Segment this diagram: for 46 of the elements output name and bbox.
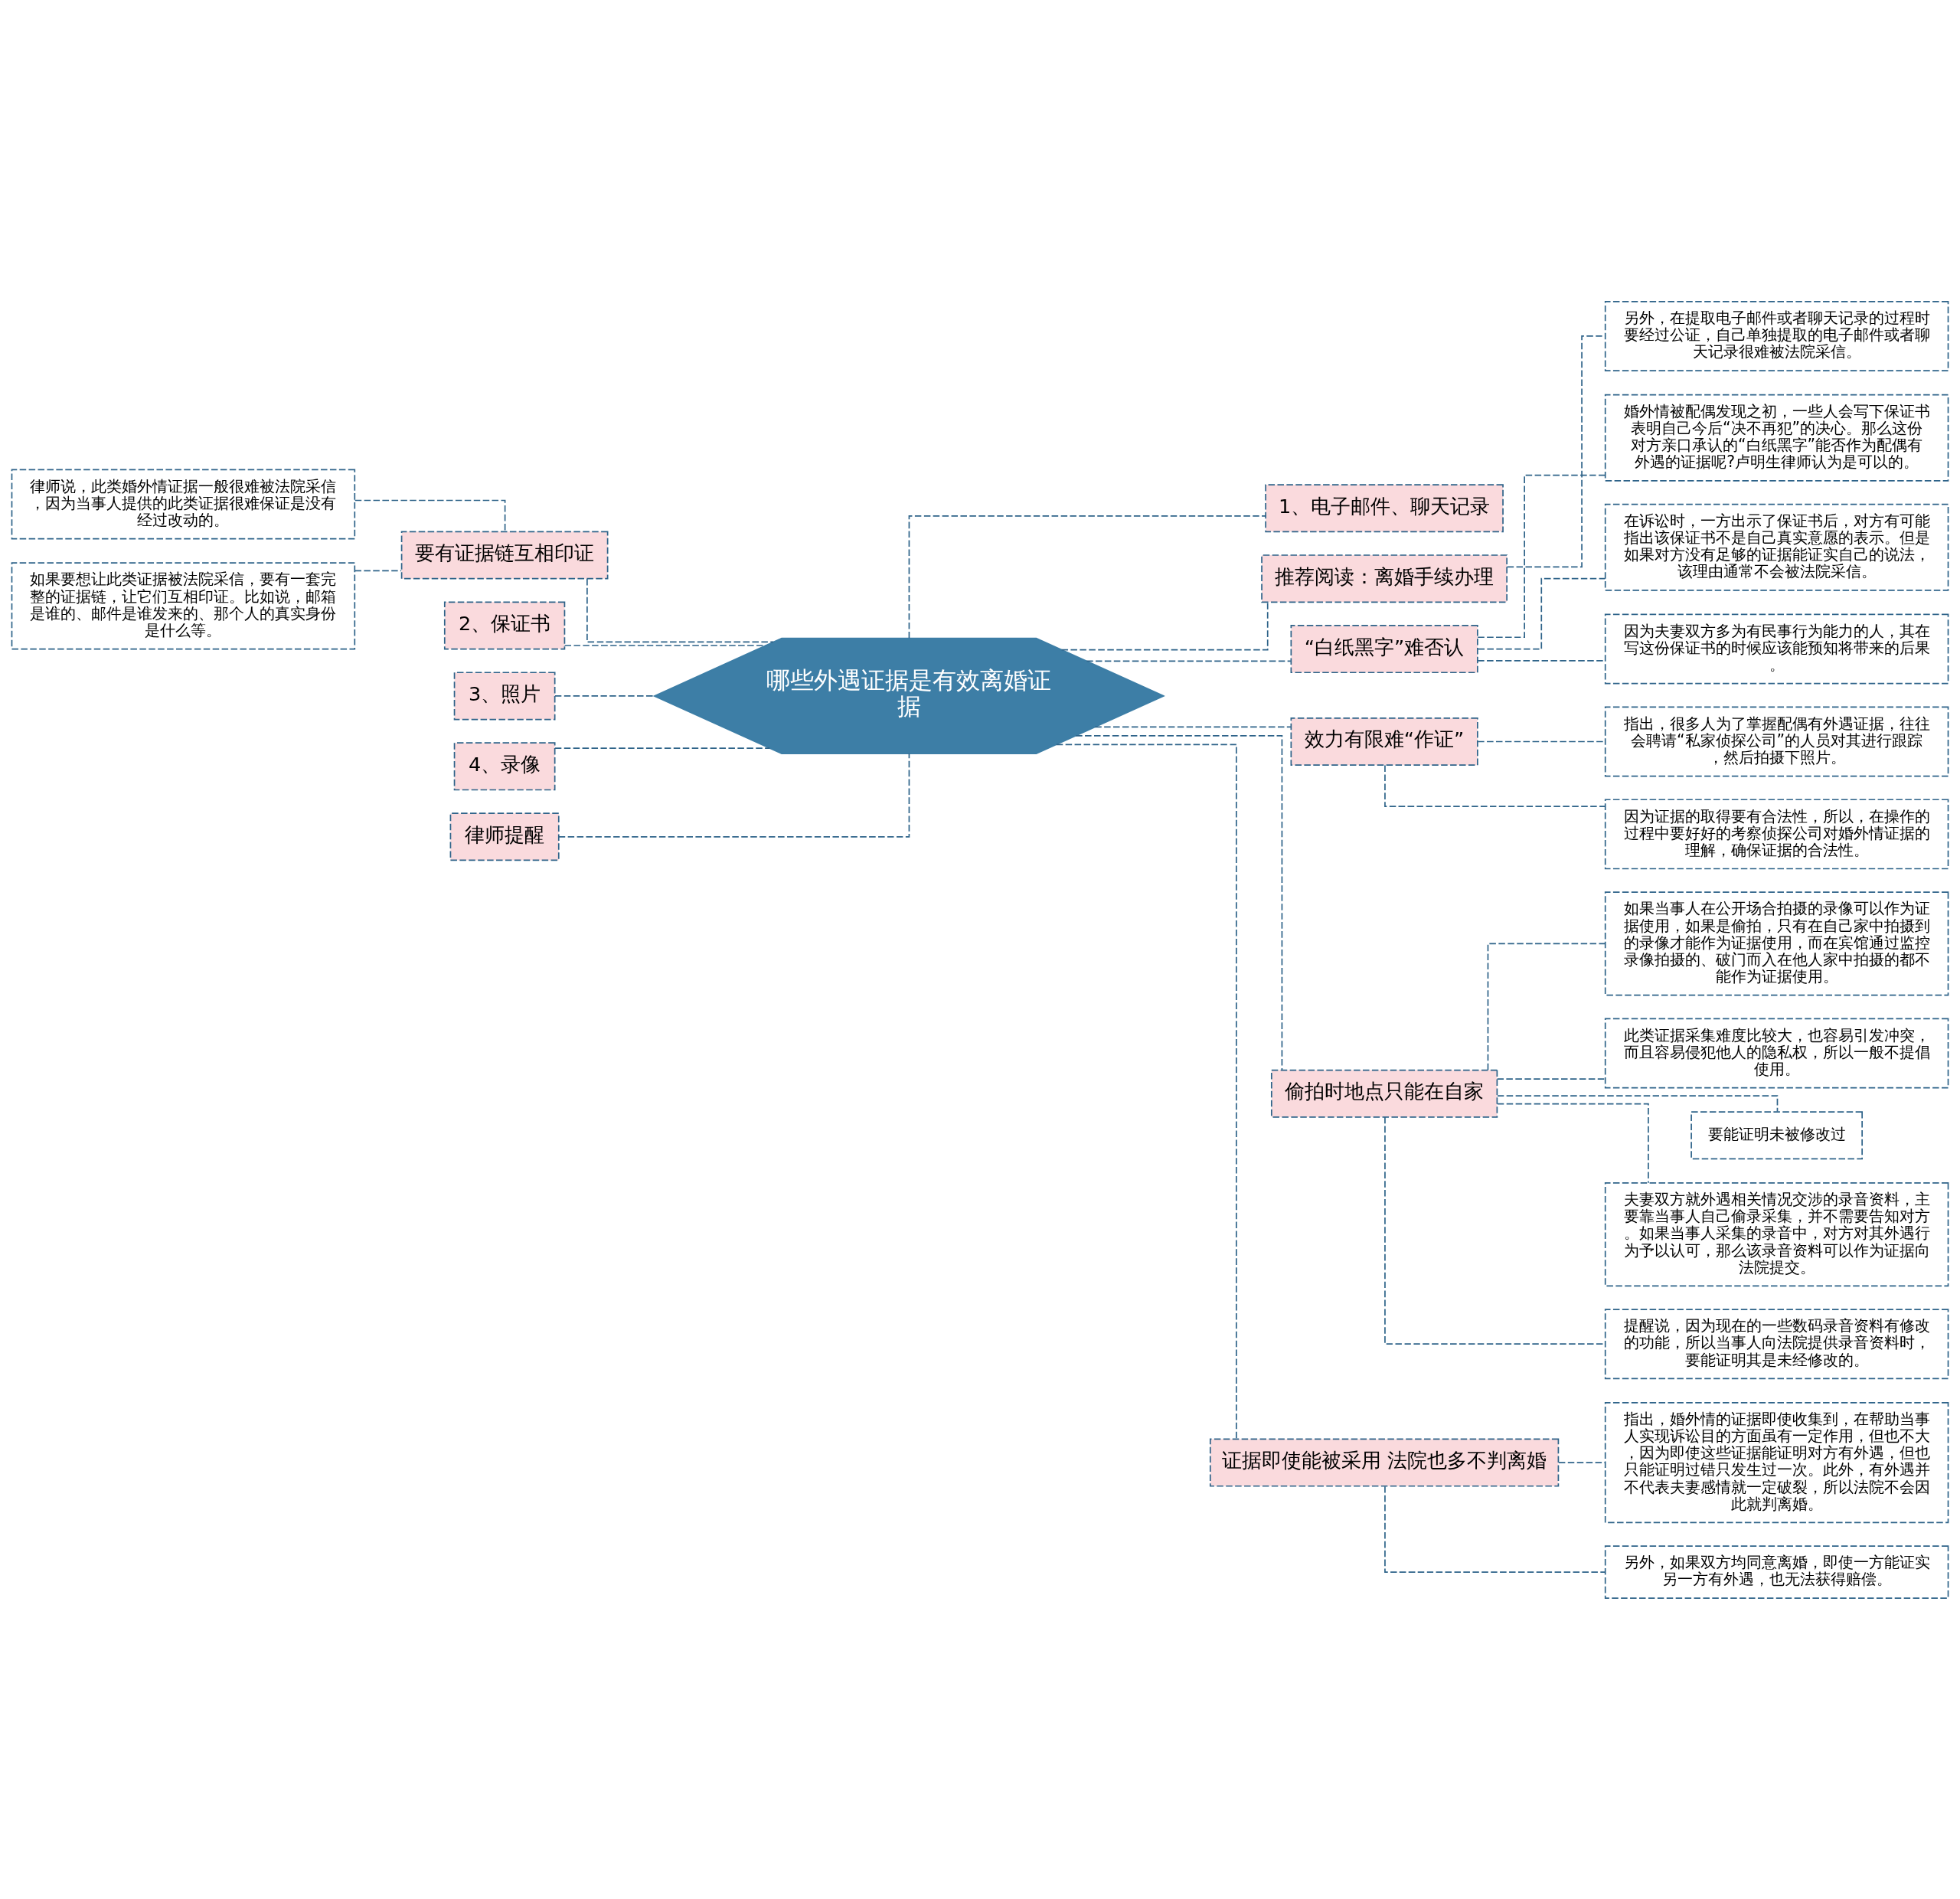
connector [1477,577,1606,649]
connector [1496,1103,1649,1184]
node-box: 1、电子邮件、聊天记录 [1265,483,1504,532]
node-box: 因为证据的取得要有合法性，所以，在操作的过程中要好好的考察侦探公司对婚外情证据的理解，确保证据的合法性。 [1604,798,1949,869]
connector [1055,744,1237,1440]
connector [1558,1461,1606,1463]
connector [557,752,910,838]
node-box: 3、照片 [453,671,556,720]
node-box: 婚外情被配偶发现之初，一些人会写下保证书表明自己今后“决不再犯”的决心。那么这份对方亲口承认的“白纸黑字”能否作为配偶有外遇的证据呢?卢明生律师认为是可以的。 [1604,394,1949,482]
connector [1086,660,1292,662]
node-box: 另外，在提取电子邮件或者聊天记录的过程时要经过公证，自己单独提取的电子邮件或者聊天记录很难被法院采信。 [1604,300,1949,371]
node-box: “白纸黑字”难否认 [1290,624,1478,673]
node-box: 此类证据采集难度比较大，也容易引发冲突，而且容易侵犯他人的隐私权，所以一般不提倡使用。 [1604,1017,1949,1088]
node-box: 提醒说，因为现在的一些数码录音资料有修改的功能，所以当事人向法院提供录音资料时，要能证明其是未经修改的。 [1604,1308,1949,1379]
node-box: 另外，如果双方均同意离婚，即使一方能证实另一方有外遇，也无法获得赔偿。 [1604,1544,1949,1599]
connector [1094,726,1292,727]
node-box: 律师提醒 [449,812,560,861]
node-box: 在诉讼时，一方出示了保证书后，对方有可能指出该保证书不是自己真实意愿的表示。但是如果对方没有足够的证据能证实自己的说法，该理由通常不会被法院采信。 [1604,503,1949,591]
node-box: 4、录像 [453,741,556,790]
node-box: 律师说，此类婚外情证据一般很难被法院采信，因为当事人提供的此类证据很难保证是没有经过改动的。 [11,469,356,540]
connector [1075,734,1283,1070]
node-box: 2、保证书 [443,600,566,649]
node-box: 效力有限难“作证” [1290,717,1478,766]
node-box: 指出，很多人为了掌握配偶有外遇证据，往往会聘请“私家侦探公司”的人员对其进行跟踪，然后拍摄下照片。 [1604,706,1949,776]
connector [908,515,1266,639]
node-box: 偷拍时地点只能在自家 [1270,1069,1498,1118]
connector [354,570,402,571]
node-box: 如果当事人在公开场合拍摄的录像可以作为证据使用，如果是偷拍，只有在自己家中拍摄到的录像才能作为证据使用，而在宾馆通过监控录像拍摄的、破门而入在他人家中拍摄的都不能作为证据使用。 [1604,891,1949,995]
connector [1060,601,1269,650]
connector [1384,764,1606,807]
connector [1487,943,1606,1070]
node-box: 要有证据链互相印证 [400,531,609,579]
node-box: 推荐阅读：离婚手续办理 [1261,554,1508,603]
node-box: 如果要想让此类证据被法院采信，要有一套完整的证据链，让它们互相印证。比如说，邮箱是谁的、邮件是谁发来的、那个人的真实身份是什么等。 [11,561,356,649]
connector [1496,1077,1606,1080]
connector [586,577,774,642]
node-box: 因为夫妻双方多为有民事行为能力的人，其在写这份保证书的时候应该能预知将带来的后果。 [1604,613,1949,685]
node-box: 证据即使能被采用 法院也多不判离婚 [1209,1438,1560,1487]
connector [554,695,655,697]
connector [1384,1485,1606,1573]
node-box: 要能证明未被修改过 [1690,1110,1863,1159]
node-box: 指出，婚外情的证据即使收集到，在帮助当事人实现诉讼目的方面虽有一定作用，但也不大，因为即使这些证据能证明对方有外遇，但也只能证明过错只发生过一次。此外，有外遇并不代表夫妻感情就一定破裂，所以法院不会因此就判离婚。 [1604,1401,1949,1523]
connector [1477,474,1606,638]
node-box: 夫妻双方就外遇相关情况交涉的录音资料，主要靠当事人自己偷录采集，并不需要告知对方。如果当事人采集的录音中，对方对其外遇行为予以认可，那么该录音资料可以作为证据向法院提交。 [1604,1182,1949,1286]
connector [554,747,770,749]
connector [354,499,506,532]
